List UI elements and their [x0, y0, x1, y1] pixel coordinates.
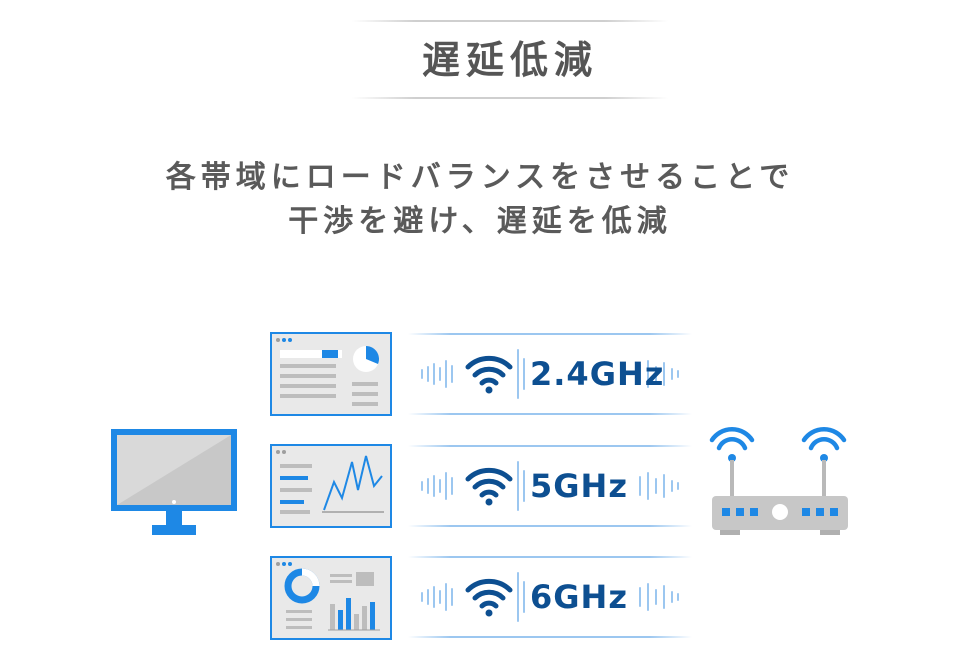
band-row-1: 2.4GHz: [408, 333, 692, 415]
signal-wave-icon: [421, 461, 679, 511]
wifi-icon: [465, 467, 513, 506]
band-bottom-divider: [408, 525, 692, 527]
router-icon: [709, 427, 848, 535]
band-row-2: 5GHz: [408, 445, 692, 527]
subtitle-line-1: 各帯域にロードバランスをさせることで: [165, 160, 795, 195]
band-top-divider: [408, 333, 692, 335]
band-row-3: 6GHz: [408, 556, 692, 638]
band-label: 2.4GHz: [530, 355, 665, 393]
report-panel: [270, 556, 392, 640]
band-bottom-divider: [408, 413, 692, 415]
band-top-divider: [408, 445, 692, 447]
dashboard-panel: [270, 332, 392, 416]
signal-wave-icon: [421, 349, 679, 399]
title-top-divider: [352, 20, 668, 22]
dashboard-illustration: [276, 338, 379, 406]
signal-wave-icon: [421, 572, 679, 622]
band-label: 6GHz: [530, 578, 628, 616]
page-title: 遅延低減: [421, 38, 598, 82]
monitor-icon: [111, 429, 237, 535]
donut-bar-illustration: [276, 562, 380, 631]
analytics-panel: [270, 444, 392, 528]
wifi-icon: [465, 355, 513, 394]
subtitle-line-2: 干渉を避け、遅延を低減: [288, 204, 672, 239]
band-bottom-divider: [408, 636, 692, 638]
line-chart-illustration: [276, 450, 384, 514]
band-top-divider: [408, 556, 692, 558]
wifi-icon: [465, 578, 513, 617]
band-label: 5GHz: [530, 467, 628, 505]
title-bottom-divider: [352, 97, 668, 99]
